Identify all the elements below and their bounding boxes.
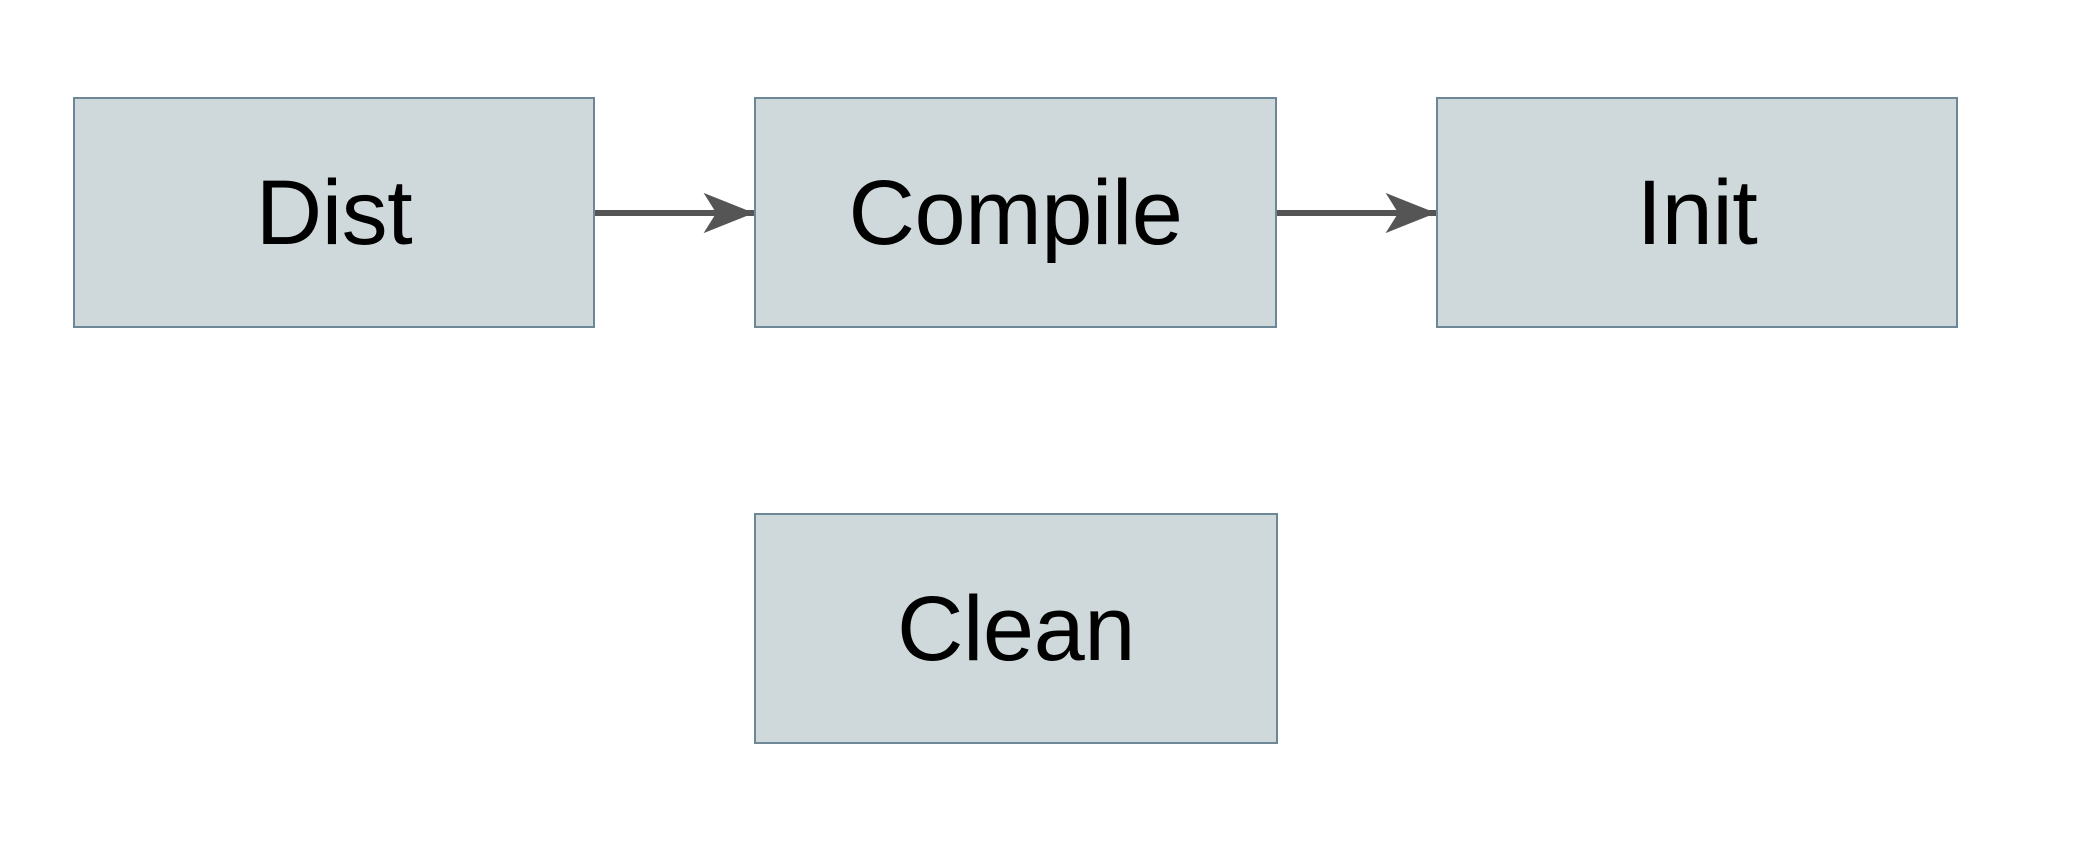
node-compile[interactable]: Compile [754, 97, 1277, 328]
node-label-clean: Clean [897, 577, 1135, 680]
node-dist[interactable]: Dist [73, 97, 595, 328]
node-label-dist: Dist [255, 161, 413, 264]
node-clean[interactable]: Clean [754, 513, 1278, 744]
node-label-init: Init [1636, 161, 1758, 264]
node-init[interactable]: Init [1436, 97, 1958, 328]
node-label-compile: Compile [848, 161, 1183, 264]
